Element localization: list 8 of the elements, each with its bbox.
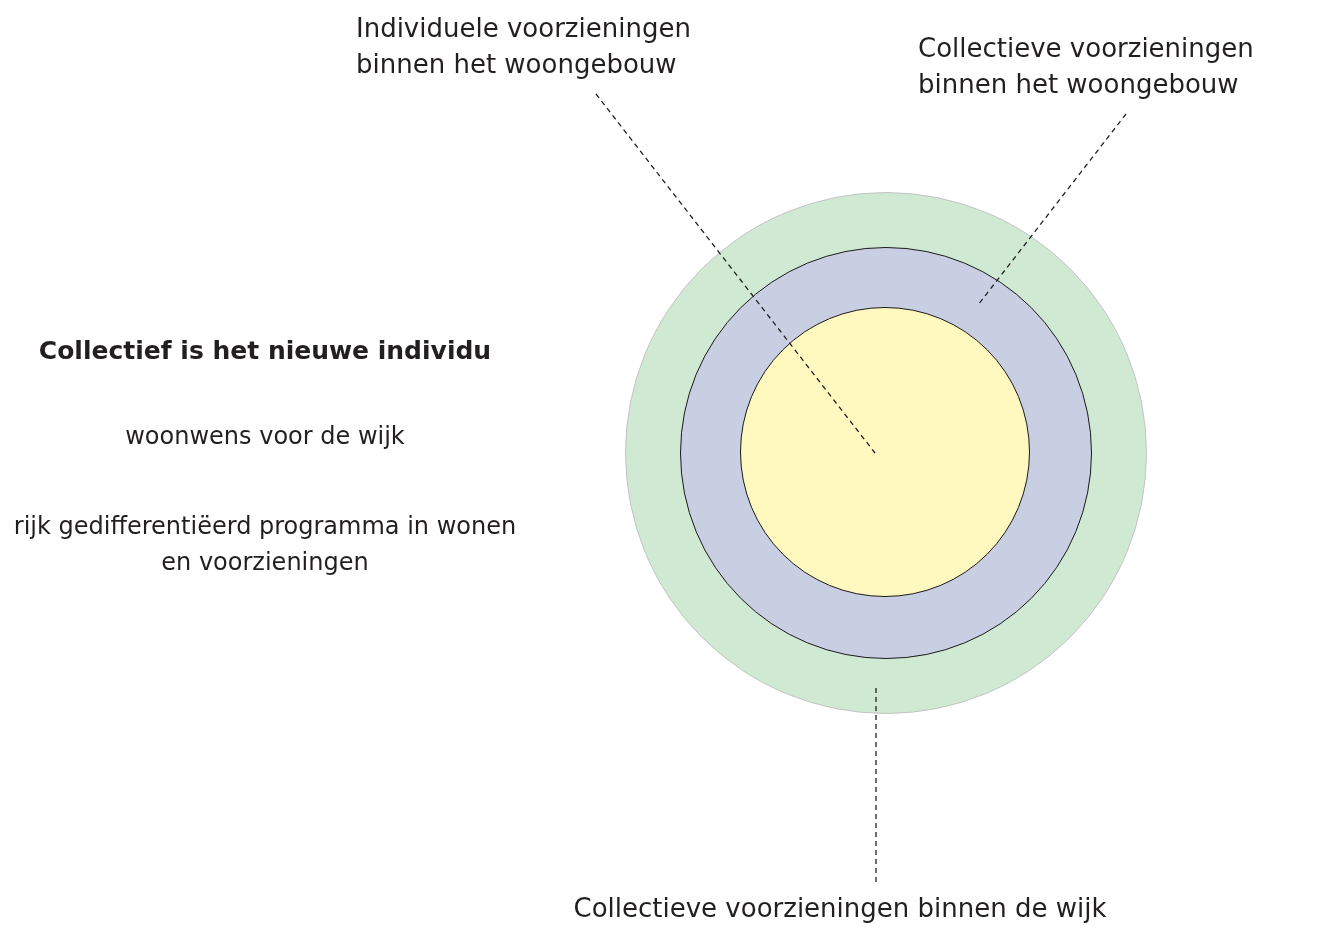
callout-text: Collectieve voorzieningen binnen de wijk [500,890,1180,926]
callout-text: Individuele voorzieningen binnen het woongebouw [356,10,756,82]
leader-line [595,93,876,454]
callout-text: Collectieve voorzieningen binnen het woongebouw [918,30,1318,102]
description-text: woonwens voor de wijk [124,421,406,452]
description-text: rijk gedifferentiëerd programma in wonen en voorzieningen [12,511,518,578]
leader-line [977,113,1127,306]
heading: Collectief is het nieuwe individu [37,335,493,367]
